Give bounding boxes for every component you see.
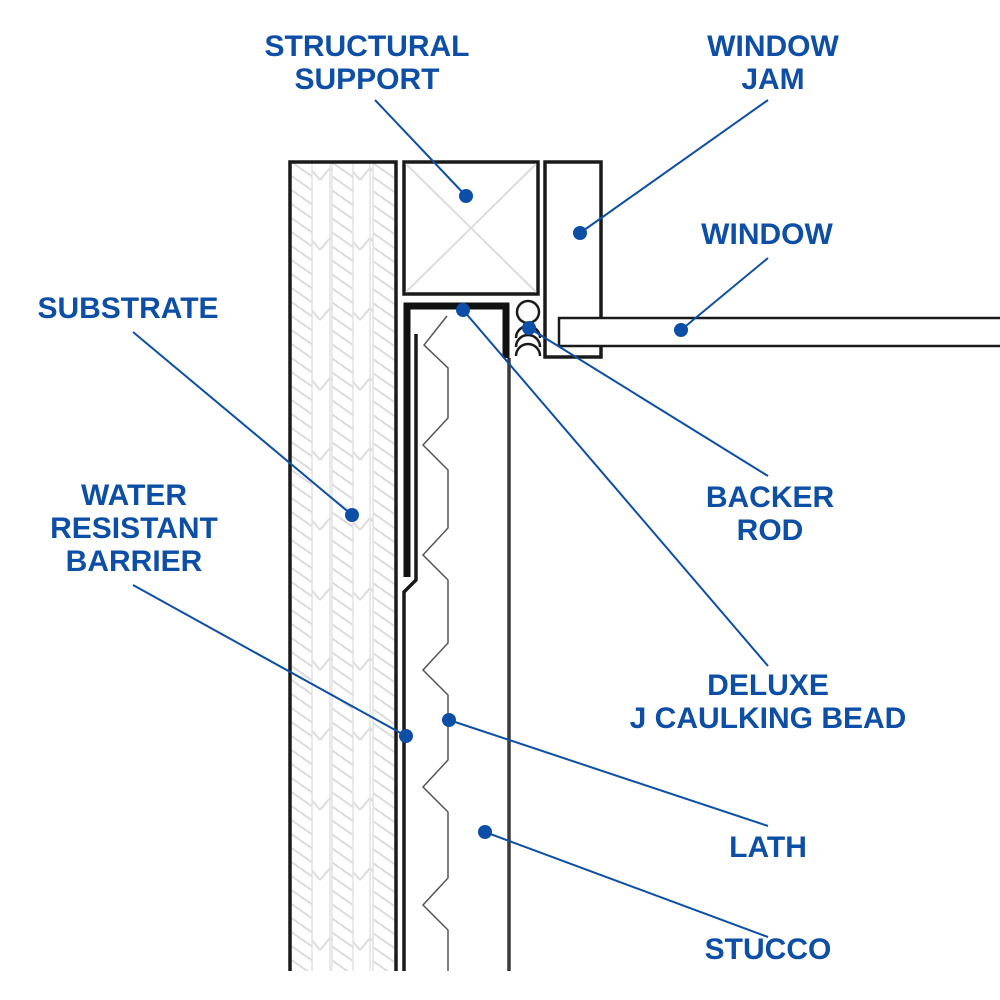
- leader-backer-rod: [528, 327, 769, 477]
- label-line: JAM: [741, 63, 805, 96]
- leader-window: [680, 257, 769, 331]
- lath: [421, 315, 449, 971]
- label-window-jam: WINDOW JAM: [707, 30, 839, 96]
- label-line: BARRIER: [65, 545, 203, 578]
- label-line: BACKER: [705, 481, 835, 514]
- label-line: SUBSTRATE: [37, 292, 219, 325]
- leader-water-resistant-barrier: [132, 584, 407, 737]
- label-substrate: SUBSTRATE: [37, 292, 218, 325]
- leader-j-caulking-bead: [462, 309, 769, 667]
- substrate: [288, 160, 398, 971]
- leader-lath: [448, 719, 769, 827]
- leader-stucco: [484, 831, 769, 938]
- label-line: LATH: [729, 831, 807, 864]
- label-window: WINDOW: [701, 218, 833, 251]
- label-line: STRUCTURAL: [264, 30, 470, 63]
- dot-window-jam: [573, 226, 587, 240]
- backer-rod: [514, 299, 542, 357]
- dot-water-resistant-barrier: [399, 729, 413, 743]
- dot-stucco: [478, 825, 492, 839]
- label-deluxe-j-caulking-bead: DELUXE J CAULKING BEAD: [630, 669, 907, 735]
- label-line: WATER: [80, 479, 188, 512]
- label-backer-rod: BACKER ROD: [706, 481, 834, 547]
- dot-backer-rod: [522, 321, 536, 335]
- leader-substrate: [132, 331, 353, 516]
- leader-structural-support: [374, 99, 467, 197]
- dot-lath: [442, 713, 456, 727]
- label-line: WINDOW: [707, 30, 839, 63]
- label-line: WINDOW: [701, 218, 833, 251]
- label-line: ROD: [736, 514, 804, 547]
- dot-substrate: [345, 508, 359, 522]
- label-water-resistant-barrier: WATER RESISTANT BARRIER: [50, 479, 218, 578]
- dot-structural-support: [459, 189, 473, 203]
- label-line: STUCCO: [704, 933, 832, 966]
- label-stucco: STUCCO: [705, 933, 832, 966]
- label-line: SUPPORT: [294, 63, 440, 96]
- dot-window: [674, 323, 688, 337]
- label-lath: LATH: [729, 831, 807, 864]
- leaders: [132, 99, 769, 938]
- j-caulking-bead: [402, 302, 510, 971]
- leader-window-jam: [579, 99, 769, 234]
- structural-support: [402, 160, 540, 296]
- label-structural-support: STRUCTURAL SUPPORT: [265, 30, 470, 96]
- label-line: RESISTANT: [50, 512, 218, 545]
- dot-j-caulking-bead: [456, 303, 470, 317]
- label-line: J CAULKING BEAD: [629, 702, 907, 735]
- label-line: DELUXE: [707, 669, 829, 702]
- window-glass: [557, 316, 1000, 348]
